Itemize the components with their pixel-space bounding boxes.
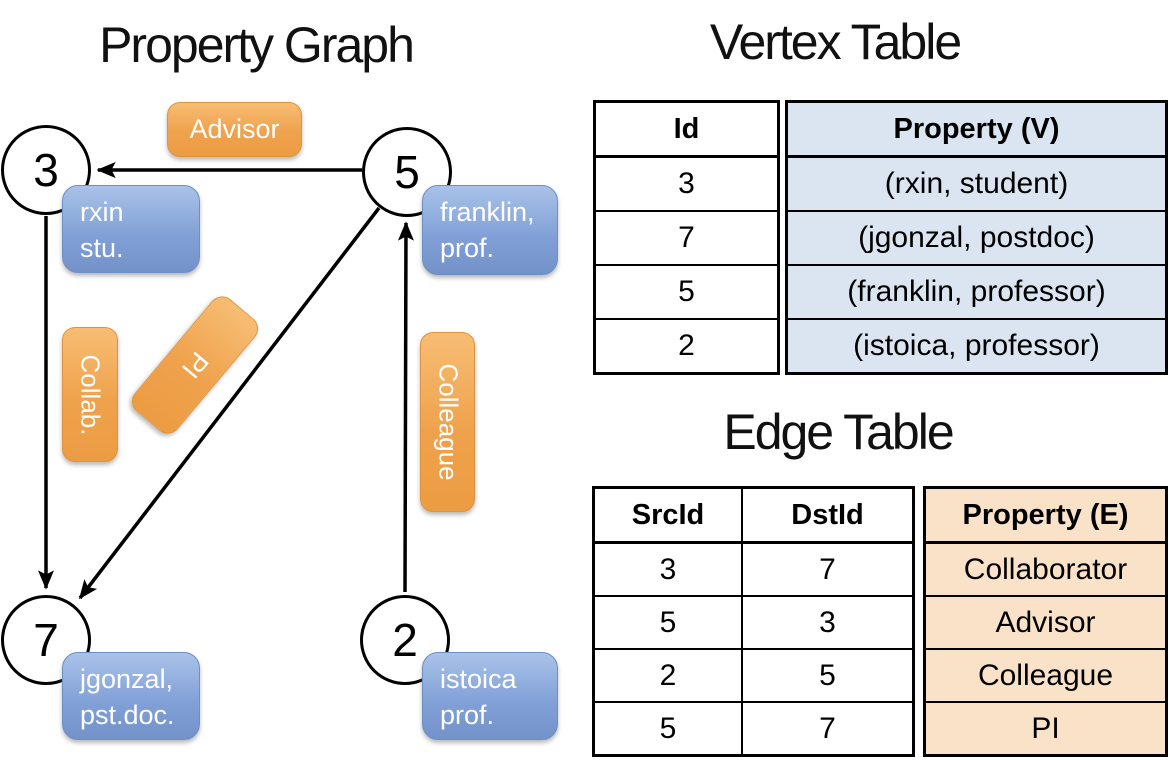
vertex-table-row: (franklin, professor) xyxy=(788,264,1165,318)
edge-arrow-2-to-5 xyxy=(397,221,414,593)
edge-property-cell: Advisor xyxy=(995,605,1096,639)
vertex-property-line: jgonzal, xyxy=(80,664,174,694)
edge-dst-cell: 7 xyxy=(741,544,912,595)
vertex-table-header-id: Id xyxy=(673,112,700,145)
edge-label-pi-text: PI xyxy=(175,346,215,385)
vertex-property-box-7: jgonzal, pst.doc. xyxy=(62,652,200,740)
edge-table-property-column: Property (E) Collaborator Advisor Collea… xyxy=(923,486,1168,757)
edge-label-collab-text: Collab. xyxy=(75,354,106,435)
vertex-table-row: (jgonzal, postdoc) xyxy=(788,210,1165,264)
edge-label-colleague: Colleague xyxy=(420,332,475,512)
vertex-table-row: (istoica, professor) xyxy=(788,318,1165,372)
edge-table-row: 3 7 xyxy=(595,544,912,595)
edge-table-header-dstid: DstId xyxy=(741,489,912,541)
edge-table-row: 5 7 xyxy=(595,701,912,754)
vertex-property-box-5: franklin, prof. xyxy=(422,185,558,275)
vertex-property-line: pst.doc. xyxy=(80,699,175,730)
edge-arrow-5-to-7 xyxy=(78,206,381,600)
edge-property-cell: Colleague xyxy=(977,658,1114,692)
vertex-property-line: stu. xyxy=(80,232,124,263)
edge-dst-cell: 7 xyxy=(741,703,912,754)
vertex-property-line: rxin xyxy=(80,197,124,227)
edge-src-cell: 3 xyxy=(659,552,677,586)
edge-table-row: 2 5 xyxy=(595,648,912,701)
edge-label-advisor: Advisor xyxy=(167,102,302,157)
edge-table-header-srcid: SrcId xyxy=(631,498,705,531)
edge-label-colleague-text: Colleague xyxy=(433,363,463,481)
edge-table-row: PI xyxy=(926,701,1165,754)
edge-table-row: Advisor xyxy=(926,595,1165,648)
vertex-property-box-3: rxin stu. xyxy=(62,185,200,273)
graph-node-2: 2 xyxy=(360,595,450,685)
edge-property-cell: PI xyxy=(1031,711,1060,745)
edge-table-header-property: Property (E) xyxy=(962,498,1129,531)
vertex-table-id-column: Id 3 7 5 2 xyxy=(593,100,780,375)
edge-src-cell: 2 xyxy=(659,658,677,692)
edge-table-row: Collaborator xyxy=(926,544,1165,595)
edge-label-collab: Collab. xyxy=(62,327,118,462)
vertex-property-line: franklin, xyxy=(440,197,535,227)
vertex-table-row: 2 xyxy=(596,318,777,372)
graph-edges-layer xyxy=(37,161,414,600)
vertex-table-title: Vertex Table xyxy=(709,14,962,70)
vertex-property-cell: (istoica, professor) xyxy=(853,329,1100,362)
vertex-property-box-2: istoica prof. xyxy=(422,652,558,740)
vertex-table-row: 5 xyxy=(596,264,777,318)
edge-table-title: Edge Table xyxy=(723,404,954,460)
vertex-table-row: (rxin, student) xyxy=(788,158,1165,210)
edge-property-cell: Collaborator xyxy=(963,552,1128,586)
edge-table-row: Colleague xyxy=(926,648,1165,701)
edge-table-header-row: SrcId DstId xyxy=(595,489,912,544)
graph-node-5: 5 xyxy=(362,127,452,217)
vertex-table-header-row: Property (V) xyxy=(788,103,1165,158)
vertex-table-header-row: Id xyxy=(596,103,777,158)
vertex-table-row: 7 xyxy=(596,210,777,264)
edge-dst-cell: 3 xyxy=(741,597,912,648)
edge-src-cell: 5 xyxy=(659,605,677,639)
vertex-property-line: prof. xyxy=(440,699,495,730)
vertex-property-cell: (jgonzal, postdoc) xyxy=(858,221,1095,254)
vertex-property-line: istoica xyxy=(440,664,517,694)
edge-table-row: 5 3 xyxy=(595,595,912,648)
vertex-property-cell: (rxin, student) xyxy=(884,167,1069,200)
vertex-id-cell: 2 xyxy=(678,329,695,362)
vertex-id-cell: 5 xyxy=(678,275,695,308)
vertex-table-header-property: Property (V) xyxy=(893,112,1060,145)
vertex-id-cell: 7 xyxy=(678,221,695,254)
edge-dst-cell: 5 xyxy=(741,650,912,701)
edge-src-cell: 5 xyxy=(659,711,677,745)
property-graph-title: Property Graph xyxy=(99,17,415,73)
vertex-table-row: 3 xyxy=(596,158,777,210)
vertex-table-property-column: Property (V) (rxin, student) (jgonzal, p… xyxy=(785,100,1168,375)
edge-table-header-row: Property (E) xyxy=(926,489,1165,544)
vertex-property-line: prof. xyxy=(440,232,495,263)
edge-table-id-columns: SrcId DstId 3 7 5 3 2 5 5 7 xyxy=(592,486,915,757)
vertex-id-cell: 3 xyxy=(678,167,695,200)
vertex-property-cell: (franklin, professor) xyxy=(847,275,1106,308)
